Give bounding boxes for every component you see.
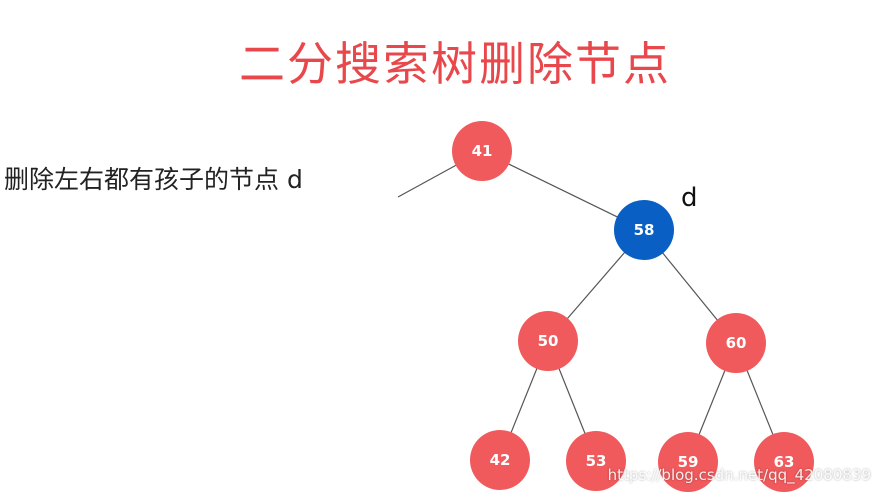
tree-node-60: 60 [706,313,766,373]
node-circle-50 [518,311,578,371]
node-circle-41 [452,121,512,181]
watermark: https://blog.csdn.net/qq_42080839 [607,466,871,484]
node-value-42: 42 [490,451,511,469]
node-circle-60 [706,313,766,373]
node-circle-59 [658,432,718,492]
node-value-53: 53 [586,452,607,470]
tree-node-63: 63 [754,432,814,492]
node-circle-63 [754,432,814,492]
node-circle-58 [614,200,674,260]
node-d-label: d [681,183,698,213]
node-value-60: 60 [726,334,747,352]
node-value-58: 58 [634,221,655,239]
tree-node-58: 58 [614,200,674,260]
node-circle-53 [566,431,626,491]
tree-node-59: 59 [658,432,718,492]
tree-edges [397,150,785,463]
node-circle-42 [470,430,530,490]
tree-node-41: 41 [452,121,512,181]
node-value-63: 63 [774,453,795,471]
tree-nodes: 41 58 50 60 42 53 59 63 [452,121,814,492]
node-value-50: 50 [538,332,559,350]
node-value-59: 59 [678,453,699,471]
edge-n41-n58 [481,150,645,231]
tree-node-50: 50 [518,311,578,371]
tree-node-53: 53 [566,431,626,491]
tree-node-42: 42 [470,430,530,490]
node-value-41: 41 [472,142,493,160]
page-title: 二分搜索树删除节点 [239,37,671,91]
subtitle-text: 删除左右都有孩子的节点 d [4,165,303,194]
